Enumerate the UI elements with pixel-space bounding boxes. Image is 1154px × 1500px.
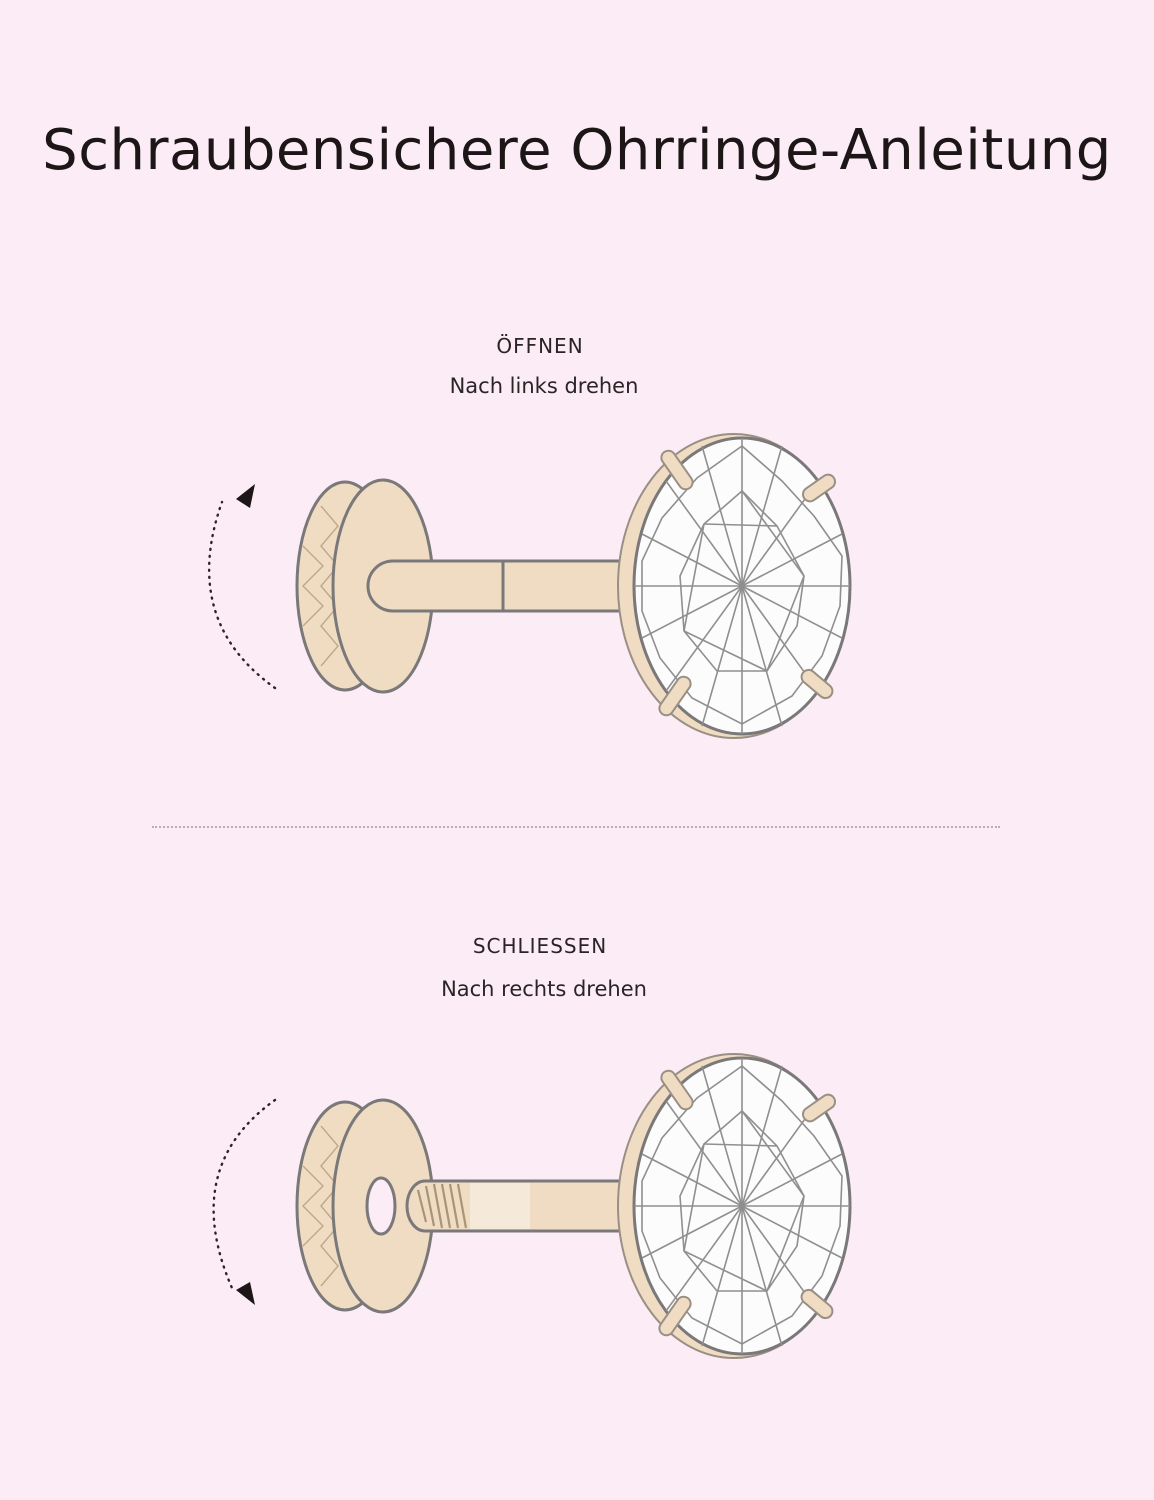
open-step-instruction: Nach links drehen	[449, 374, 639, 398]
threaded-post	[405, 1179, 642, 1233]
close-earring-illustration	[212, 1053, 852, 1359]
screw-back-disc	[295, 478, 505, 694]
curved-arrow-down-icon	[212, 1098, 277, 1305]
close-step-title: SCHLIESSEN	[472, 934, 608, 958]
close-step-instruction: Nach rechts drehen	[441, 977, 647, 1001]
curved-arrow-up-icon	[207, 484, 277, 690]
open-earring-illustration	[207, 433, 852, 739]
screw-back-disc	[295, 1098, 435, 1314]
page-title: Schraubensichere Ohrringe-Anleitung	[42, 118, 1112, 183]
open-step-title: ÖFFNEN	[496, 334, 584, 358]
section-divider	[152, 826, 1000, 828]
gem-setting	[617, 1053, 852, 1359]
gem-setting	[617, 433, 852, 739]
